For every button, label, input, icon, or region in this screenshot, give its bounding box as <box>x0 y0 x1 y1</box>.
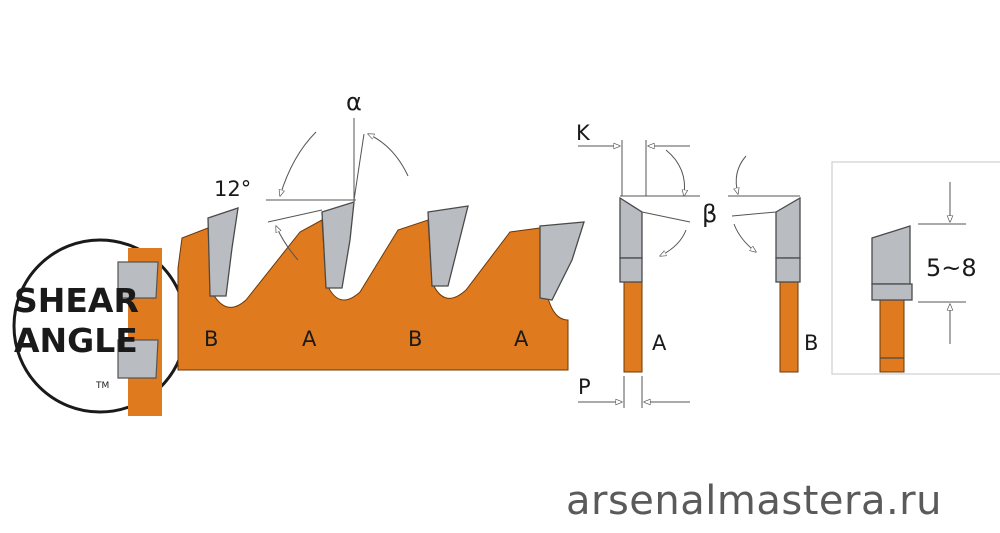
tooth-label-3: B <box>408 327 422 351</box>
kerf-label: K <box>576 121 591 145</box>
blade-profile <box>177 201 585 371</box>
logo-tooth-upper <box>117 261 159 299</box>
logo-tooth-lower <box>117 339 159 379</box>
side-view-a-label: A <box>652 331 667 355</box>
shear-angle-logo: SHEAR ANGLE TM <box>12 238 188 416</box>
logo-text-angle: ANGLE <box>14 321 138 360</box>
logo-trademark: TM <box>95 381 109 391</box>
tooth-label-4: A <box>514 327 529 351</box>
tooth-1 <box>207 207 239 297</box>
tooth-label-1: B <box>204 327 218 351</box>
plate-label: P <box>578 375 591 399</box>
side-view-b <box>775 196 801 373</box>
tooth-4 <box>539 221 585 301</box>
side-view-b-dimensions <box>728 155 800 252</box>
tooth-height-range-label: 5~8 <box>926 254 977 282</box>
angle-annotations <box>266 118 409 261</box>
side-view-a-dimensions <box>578 140 700 408</box>
tooth-2 <box>321 201 355 289</box>
watermark: arsenalmastera.ru <box>566 478 942 524</box>
tooth-label-2: A <box>302 327 317 351</box>
beta-label: β <box>702 200 717 228</box>
side-view-a <box>619 196 643 373</box>
clearance-angle-label: 12° <box>214 177 251 201</box>
detail-panel <box>831 161 1000 375</box>
side-view-b-label: B <box>804 331 818 355</box>
tooth-3 <box>427 205 469 287</box>
alpha-label: α <box>346 88 362 116</box>
logo-text-shear: SHEAR <box>14 281 139 320</box>
detail-dimensions <box>918 182 966 344</box>
